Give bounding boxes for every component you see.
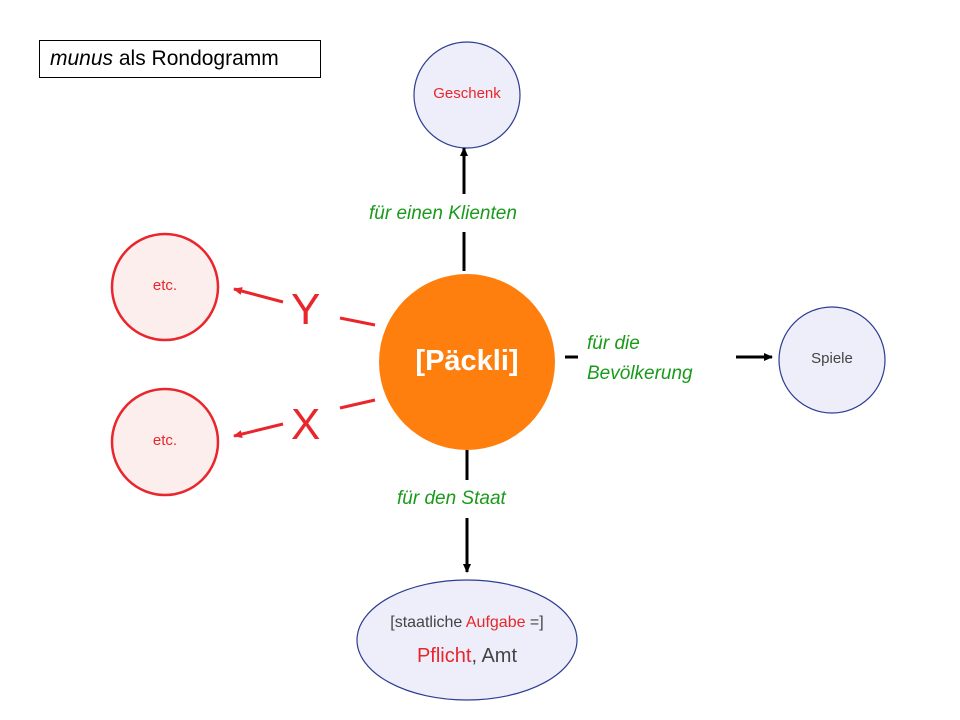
edge-label-bevoelkerung-2: Bevölkerung [587,363,693,384]
spiele-label: Spiele [811,350,853,367]
title-italic: munus [50,47,114,70]
node-etc-top [110,232,220,342]
title-rest: als Rondogramm [113,47,279,70]
node-spiele [778,306,886,414]
node-pflicht [356,579,578,701]
geschenk-label: Geschenk [433,85,501,102]
node-etc-bottom [110,387,220,497]
edge-y-arrow [233,287,284,304]
pflicht-line2-a: Pflicht [416,645,472,667]
edge-x-arrow [233,422,284,438]
pflicht-line2: Pflicht, Amt [357,645,577,668]
edge-x-right [339,398,376,410]
edge-label-staat: für den Staat [397,488,506,509]
edge-label-bevoelkerung-1: für die [587,333,640,354]
diagram-title: munus als Rondogramm [39,40,321,78]
pflicht-line1-a: [staatliche [390,614,466,631]
edge-y-right [339,316,376,327]
edge-label-x: X [291,400,321,449]
pflicht-line1: [staatliche Aufgabe =] [357,614,577,632]
etc-bottom-label: etc. [152,432,178,449]
pflicht-line1-b: Aufgabe [465,614,526,631]
center-label: [Päckli] [415,345,519,377]
edge-label-y: Y [291,285,321,334]
edge-label-klienten: für einen Klienten [369,203,517,224]
pflicht-line1-c: =] [525,614,544,631]
center-node [379,274,555,450]
pflicht-line2-b: , Amt [471,645,518,667]
etc-top-label: etc. [152,277,178,294]
